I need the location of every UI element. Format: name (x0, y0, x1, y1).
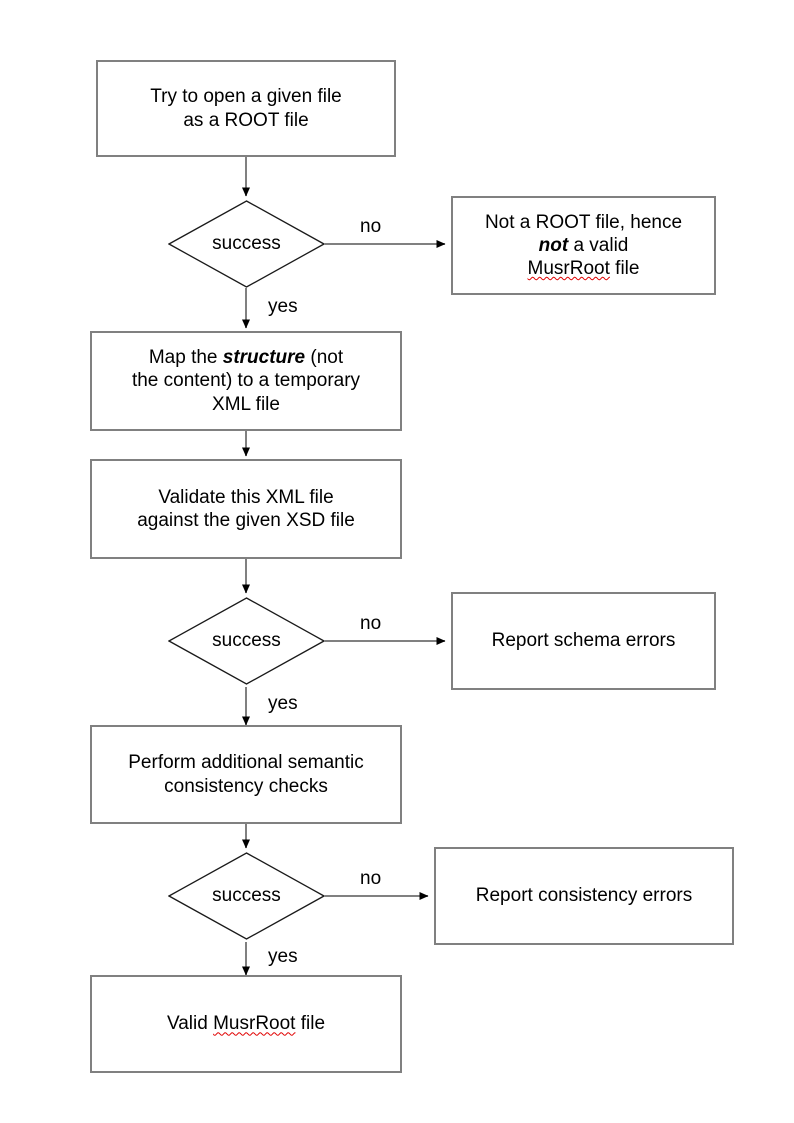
node-not-root-line2-rest: a valid (568, 234, 629, 256)
diamond-shape (168, 597, 325, 685)
node-report-consistency-errors-label: Report consistency errors (475, 885, 693, 907)
node-validate-xml: Validate this XML file against the given… (90, 459, 402, 559)
edge-label-yes-2: yes (268, 693, 298, 714)
node-valid-misspelled-word: MusrRoot (213, 1013, 296, 1035)
decision-consistency-success-label: success (212, 885, 281, 907)
node-open-file: Try to open a given file as a ROOT file (96, 60, 396, 157)
decision-schema-success-label: success (212, 630, 281, 652)
node-semantic-line1: Perform additional semantic (128, 752, 364, 774)
node-validate-line2: against the given XSD file (137, 510, 355, 531)
node-semantic-checks: Perform additional semantic consistency … (90, 725, 402, 824)
node-not-root-line1: Not a ROOT file, hence (484, 211, 683, 233)
node-map-emphasis: structure (222, 347, 306, 369)
node-validate-line1: Validate this XML file (158, 486, 334, 508)
node-open-file-line1: Try to open a given file (150, 86, 342, 108)
edge-label-no-2: no (360, 613, 382, 634)
node-not-root-line3-rest: file (609, 258, 640, 280)
edge-label-no-3: no (360, 868, 382, 889)
node-valid-post: file (295, 1013, 326, 1035)
node-not-root-emphasis: not (538, 234, 569, 256)
diamond-shape (168, 200, 325, 288)
edge-label-yes-3: yes (268, 946, 298, 967)
edge-label-yes-1: yes (268, 296, 298, 317)
node-map-line2: the content) to a temporary (131, 370, 361, 392)
node-map-line1-post: (not (305, 347, 344, 369)
node-report-consistency-errors: Report consistency errors (434, 847, 734, 945)
node-valid-musrroot-file: Valid MusrRoot file (90, 975, 402, 1073)
node-map-line3: XML file (212, 393, 280, 415)
node-map-line1-pre: Map the (148, 347, 223, 369)
node-valid-pre: Valid (166, 1013, 214, 1035)
edge-label-no-1: no (360, 216, 382, 237)
decision-open-success: success (168, 200, 325, 288)
node-semantic-line2: consistency checks (164, 775, 328, 797)
node-report-schema-errors-label: Report schema errors (491, 630, 676, 652)
node-open-file-line2: as a ROOT file (183, 109, 309, 131)
node-report-schema-errors: Report schema errors (451, 592, 716, 690)
node-map-structure: Map the structure (not the content) to a… (90, 331, 402, 431)
diamond-shape (168, 852, 325, 940)
decision-schema-success: success (168, 597, 325, 685)
decision-open-success-label: success (212, 233, 281, 255)
node-not-root-misspelled-word: MusrRoot (527, 258, 610, 280)
node-not-root-file: Not a ROOT file, hence not a valid MusrR… (451, 196, 716, 295)
decision-consistency-success: success (168, 852, 325, 940)
